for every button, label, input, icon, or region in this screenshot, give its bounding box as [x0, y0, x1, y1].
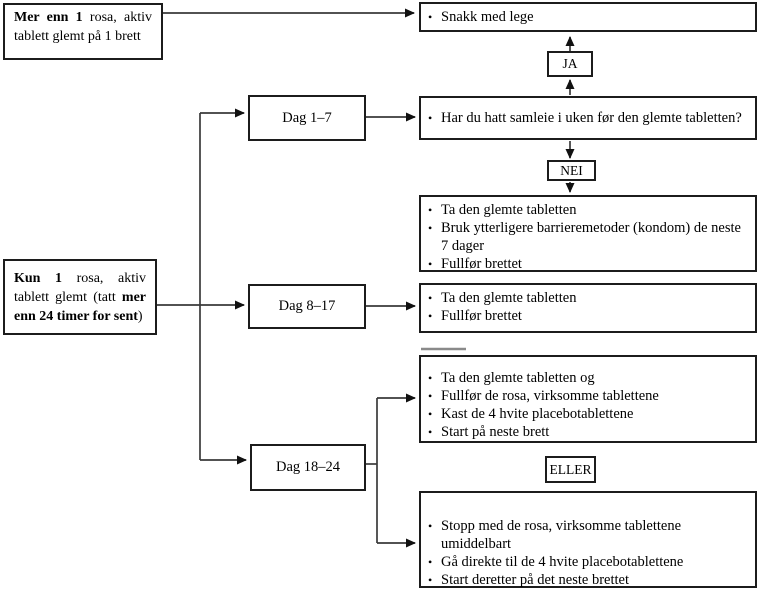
day-range-box-18-24: Dag 18–24 [250, 444, 366, 491]
day-range-box-8-17: Dag 8–17 [248, 284, 366, 329]
emphasis-text: mer enn 24 timer for sent [14, 290, 146, 324]
action-day-18-24-option2-list: Stopp med de rosa, virksomme tablettene … [421, 517, 755, 589]
bullet-item: Snakk med lege [427, 8, 751, 26]
action-box-day-1-7: Ta den glemte tablettenBruk ytterligere … [419, 195, 757, 273]
condition-multiple-missed-text: Mer enn 1 rosa, aktiv tablett glemt på 1… [14, 8, 152, 46]
bullet-item: Fullfør brettet [427, 255, 751, 273]
emphasis-text: Mer enn 1 [14, 10, 83, 25]
bullet-item: Ta den glemte tabletten [427, 289, 751, 307]
action-day-18-24-option1-list: Ta den glemte tabletten ogFullfør de ros… [421, 369, 755, 441]
day-range-1-7-label: Dag 1–7 [282, 109, 332, 126]
plain-text: rosa, aktiv tablett glemt på 1 brett [14, 10, 152, 44]
action-box-day-8-17: Ta den glemte tablettenFullfør brettet [419, 283, 757, 333]
question-box-intercourse: Har du hatt samleie i uken før den glemt… [419, 96, 757, 140]
bullet-item: Fullfør de rosa, virksomme tablettene [427, 387, 751, 405]
bullet-item: Start deretter på det neste brettet [427, 571, 751, 589]
plain-text: ) [137, 309, 143, 324]
action-box-day-18-24-option-2: Stopp med de rosa, virksomme tablettene … [419, 491, 757, 589]
nei-connector-box: NEI [547, 160, 596, 181]
bullet-item: Ta den glemte tabletten og [427, 369, 751, 387]
ja-label: JA [562, 56, 578, 71]
condition-box-multiple-missed: Mer enn 1 rosa, aktiv tablett glemt på 1… [3, 3, 163, 60]
bullet-item: Fullfør brettet [427, 307, 751, 325]
action-day-1-7-list: Ta den glemte tablettenBruk ytterligere … [421, 201, 755, 273]
nei-label: NEI [560, 162, 583, 178]
condition-box-single-missed: Kun 1 rosa, aktiv tablett glemt (tatt me… [3, 259, 157, 335]
plain-text: rosa, aktiv tablett glemt (tatt [14, 271, 146, 305]
ja-connector-box: JA [547, 51, 593, 77]
bullet-item: Kast de 4 hvite placebotablettene [427, 405, 751, 423]
day-range-box-1-7: Dag 1–7 [248, 95, 366, 141]
bullet-item: Bruk ytterligere barrieremetoder (kondom… [427, 219, 751, 255]
day-range-8-17-label: Dag 8–17 [278, 298, 336, 314]
action-day-8-17-list: Ta den glemte tablettenFullfør brettet [421, 289, 755, 325]
action-box-talk-to-doctor: Snakk med lege [419, 2, 757, 32]
action-box-day-18-24-option-1: Ta den glemte tabletten ogFullfør de ros… [419, 355, 757, 443]
bullet-item: Ta den glemte tabletten [427, 201, 751, 219]
eller-label: ELLER [549, 461, 592, 477]
question-list: Har du hatt samleie i uken før den glemt… [421, 109, 755, 127]
bullet-item: Har du hatt samleie i uken før den glemt… [427, 109, 751, 127]
emphasis-text: Kun 1 [14, 271, 63, 286]
eller-connector-box: ELLER [545, 456, 596, 483]
bullet-item: Stopp med de rosa, virksomme tablettene … [427, 517, 751, 553]
day-range-18-24-label: Dag 18–24 [275, 459, 341, 475]
condition-single-missed-text: Kun 1 rosa, aktiv tablett glemt (tatt me… [14, 269, 146, 326]
bullet-item: Start på neste brett [427, 423, 751, 441]
bullet-item: Gå direkte til de 4 hvite placebotablett… [427, 553, 751, 571]
talk-to-doctor-list: Snakk med lege [421, 8, 755, 26]
